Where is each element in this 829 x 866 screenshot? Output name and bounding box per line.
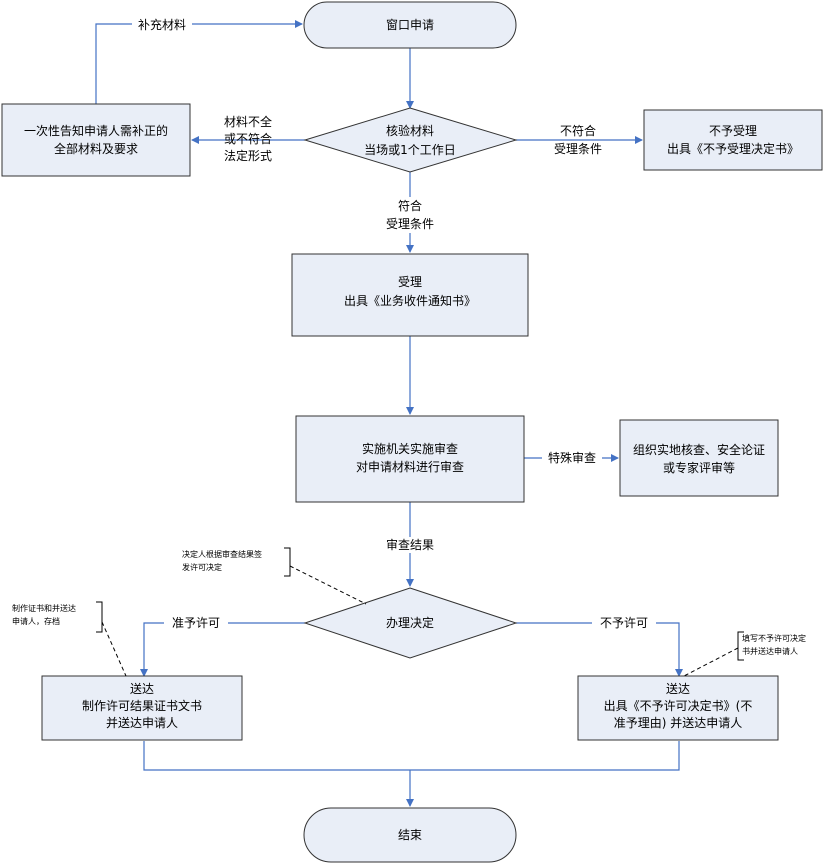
deliver-deny-line-3: 准予理由) 并送达申请人: [614, 715, 743, 730]
note-decision-line-1: 决定人根据审查结果签: [182, 549, 262, 559]
edge-decision-deny: [516, 622, 683, 677]
label-not-meet-1: 不符合: [560, 123, 596, 138]
special-line-1: 组织实地核查、安全论证: [633, 442, 765, 457]
node-decision: 办理决定: [303, 587, 518, 659]
reject-accept-line-2: 出具《不予受理决定书》: [667, 141, 799, 156]
review-line-1: 实施机关实施审查: [362, 441, 458, 456]
label-meet-1: 符合: [398, 198, 422, 213]
node-special: 组织实地核查、安全论证 或专家评审等: [619, 419, 779, 497]
label-incomplete-1: 材料不全: [224, 114, 272, 129]
connectors: [95, 20, 683, 807]
node-review: 实施机关实施审查 对申请材料进行审查: [295, 415, 525, 503]
deliver-grant-line-3: 并送达申请人: [106, 715, 178, 730]
label-deny: 不予许可: [600, 616, 648, 630]
note-deny-line-2: 书并送达申请人: [742, 646, 798, 656]
label-incomplete-3: 法定形式: [224, 148, 272, 163]
special-box: [619, 419, 779, 497]
check-line-2: 当场或1个工作日: [364, 143, 456, 157]
label-review-result: 审查结果: [386, 537, 434, 552]
decision-diamond: [303, 587, 518, 659]
note-deny-line-1: 填写不予许可决定: [742, 633, 806, 643]
reject-accept-line-1: 不予受理: [709, 124, 757, 138]
label-meet-2: 受理条件: [386, 217, 434, 231]
node-deliver-deny: 送达 出具《不予许可决定书》(不 准予理由) 并送达申请人: [577, 675, 779, 741]
node-deliver-grant: 送达 制作许可结果证书文书 并送达申请人: [41, 675, 243, 741]
special-line-2: 或专家评审等: [663, 460, 735, 475]
label-special-review: 特殊审查: [548, 450, 596, 465]
edge-notify-start: [95, 20, 303, 104]
decision-label: 办理决定: [386, 615, 434, 630]
review-line-2: 对申请材料进行审查: [356, 459, 464, 474]
accept-line-2: 出具《业务收件通知书》: [344, 293, 476, 308]
label-incomplete-2: 或不符合: [224, 131, 272, 146]
accept-box: [291, 253, 529, 337]
start-label: 窗口申请: [386, 18, 434, 32]
deliver-deny-box: [577, 675, 779, 741]
end-terminal: [303, 807, 517, 863]
note-grant: 制作证书和并送达 申请人，存档: [12, 601, 127, 677]
deliver-grant-box: [41, 675, 243, 741]
check-diamond: [303, 107, 518, 173]
accept-line-1: 受理: [398, 275, 422, 289]
end-label: 结束: [398, 828, 422, 842]
check-line-1: 核验材料: [386, 123, 434, 138]
review-box: [295, 415, 525, 503]
edge-decision-grant: [140, 622, 305, 677]
node-start: 窗口申请: [303, 1, 517, 49]
note-decision-line-2: 发许可决定: [182, 562, 222, 572]
label-supplement: 补充材料: [138, 17, 186, 32]
node-check: 核验材料 当场或1个工作日: [303, 107, 518, 173]
deliver-deny-line-2: 出具《不予许可决定书》(不: [604, 698, 753, 713]
label-grant: 准予许可: [172, 616, 220, 630]
start-terminal: [303, 1, 517, 49]
notify-box: [1, 103, 191, 177]
note-grant-line-2: 申请人，存档: [12, 616, 60, 626]
label-not-meet-2: 受理条件: [554, 142, 602, 156]
note-deny: 填写不予许可决定 书并送达申请人: [683, 631, 806, 677]
node-accept: 受理 出具《业务收件通知书》: [291, 253, 529, 337]
deliver-grant-line-1: 送达: [130, 681, 154, 696]
notify-line-1: 一次性告知申请人需补正的: [24, 123, 168, 138]
deliver-deny-line-1: 送达: [666, 681, 690, 696]
notify-line-2: 全部材料及要求: [54, 141, 138, 156]
note-grant-line-1: 制作证书和并送达: [12, 603, 76, 613]
node-reject-accept: 不予受理 出具《不予受理决定书》: [643, 109, 823, 171]
node-notify: 一次性告知申请人需补正的 全部材料及要求: [1, 103, 191, 177]
deliver-grant-line-2: 制作许可结果证书文书: [82, 698, 202, 713]
reject-accept-box: [643, 109, 823, 171]
edge-grant-merge: [143, 741, 680, 771]
node-end: 结束: [303, 807, 517, 863]
edge-labels: 补充材料 材料不全 或不符合 法定形式 不符合 受理条件 符合 受理条件 特殊审…: [132, 16, 656, 631]
note-decision: 决定人根据审查结果签 发许可决定: [182, 547, 367, 605]
